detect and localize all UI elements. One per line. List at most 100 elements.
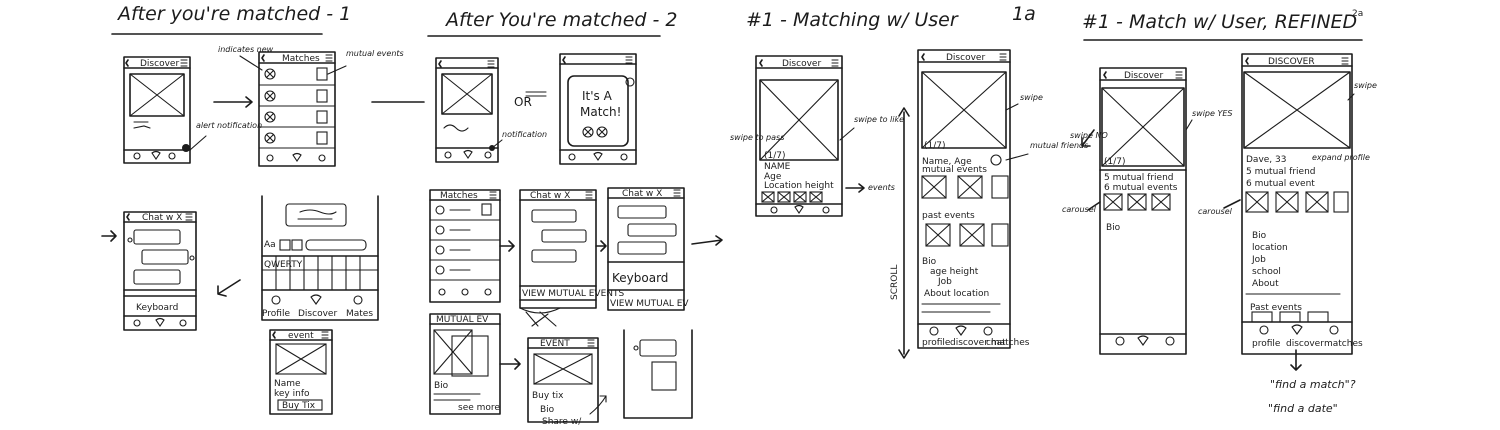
s4-swipe-note: swipe bbox=[1354, 81, 1377, 90]
s3-counter: (1/7) bbox=[764, 151, 786, 161]
s1-keyboard-closeup: Aa QWERTY Profile Discover Mates bbox=[261, 195, 379, 321]
s2-view-mutual2: VIEW MUTUAL EV bbox=[610, 299, 689, 309]
s3-job: Job bbox=[937, 277, 952, 287]
s3-nav-chat: chat bbox=[986, 338, 1006, 348]
s3-mutual-events: mutual events bbox=[922, 165, 987, 175]
s2-bio2: Bio bbox=[540, 405, 555, 415]
s2-mutual-ev-header: MUTUAL EV bbox=[436, 315, 489, 325]
s3-discover2: Discover bbox=[946, 53, 985, 63]
s1-alert-pointer bbox=[189, 135, 207, 151]
s2-chat-phone: Chat w X VIEW MUTUAL EVENTS bbox=[519, 189, 624, 309]
s2-share-phone bbox=[623, 329, 693, 419]
s1-arrow-right bbox=[213, 96, 253, 108]
s2-event-header: EVENT bbox=[540, 339, 570, 349]
s3-mutual-friends-note: mutual friends bbox=[1030, 141, 1088, 150]
s3-counter2: (1/7) bbox=[924, 141, 946, 151]
s1-kb-keys: QWERTY bbox=[264, 260, 303, 270]
s2-chat-header2: Chat w X bbox=[622, 189, 662, 199]
section3-tag: 1a bbox=[1012, 3, 1036, 25]
s3-location-height: Location height bbox=[764, 181, 834, 191]
s1-indicates-pointer bbox=[239, 55, 263, 71]
s4-find-date: "find a date" bbox=[1268, 402, 1338, 415]
s4-nav-matches: matches bbox=[1324, 339, 1363, 349]
s3-nav-discover: discover matches bbox=[950, 338, 1030, 348]
s2-buy-tix: Buy tix bbox=[532, 391, 564, 401]
s2-share: Share w/ bbox=[542, 417, 582, 427]
s2-keyboard-label: Keyboard bbox=[612, 271, 668, 285]
s2-or-label: OR bbox=[514, 95, 532, 109]
s3-name: NAME bbox=[764, 162, 791, 172]
s1-matches-header: Matches bbox=[282, 54, 320, 64]
s2-chat-header: Chat w X bbox=[530, 191, 570, 201]
s3-swipe-like-note: swipe to like bbox=[854, 115, 904, 124]
s1-matches-phone: Matches bbox=[258, 51, 336, 167]
s2-event-phone: EVENT Buy tix Bio Share w/ bbox=[527, 337, 599, 427]
s4-dave: Dave, 33 bbox=[1246, 155, 1286, 165]
s3-about-location: About location bbox=[924, 289, 989, 299]
s1-arrow-left bbox=[217, 279, 241, 297]
s4-mutual-friend: 5 mutual friend bbox=[1104, 173, 1174, 183]
section1-title: After you're matched - 1 bbox=[116, 3, 351, 25]
s4-mutual-events: 6 mutual events bbox=[1104, 183, 1178, 193]
s3-discover-phone-1: Discover (1/7) NAME Age Location height bbox=[755, 55, 843, 217]
s3-swipe-note: swipe bbox=[1020, 93, 1043, 102]
s2-notification-phone bbox=[435, 57, 499, 163]
s3-nav-profile: profile bbox=[922, 338, 951, 348]
s4-past-events: Past events bbox=[1250, 303, 1302, 313]
s2-matches-phone: Matches bbox=[429, 189, 501, 303]
s3-past-events: past events bbox=[922, 211, 975, 221]
s3-swipe-pass-note: swipe to pass bbox=[730, 133, 784, 142]
s4-school: school bbox=[1252, 267, 1281, 277]
s1-mutual-events-note: mutual events bbox=[346, 49, 404, 58]
s4-mutual-friend2: 5 mutual friend bbox=[1246, 167, 1316, 177]
s2-view-mutual: VIEW MUTUAL EVENTS bbox=[522, 289, 624, 299]
s4-discover-phone-2: DISCOVER Dave, 33 expand profile 5 mutua… bbox=[1241, 53, 1370, 355]
s4-discover-phone-1: Discover (1/7) 5 mutual friend 6 mutual … bbox=[1099, 67, 1187, 355]
s1-indicates-new-note: indicates new bbox=[218, 45, 274, 54]
s1-chat-phone: Chat w X Keyboard bbox=[123, 211, 197, 331]
s4-swipe-yes: swipe YES bbox=[1192, 109, 1233, 118]
section4-tag: 2a bbox=[1352, 9, 1363, 19]
s3-discover1: Discover bbox=[782, 59, 821, 69]
s4-nav-discover: discover bbox=[1286, 339, 1324, 349]
s4-bio: Bio bbox=[1106, 223, 1121, 233]
s3-scroll-label: SCROLL bbox=[890, 265, 900, 300]
s2-notification-note: notification bbox=[502, 130, 547, 139]
s3-age-height: age height bbox=[930, 267, 979, 277]
s4-carousel: carousel bbox=[1062, 205, 1097, 214]
s4-discover2: DISCOVER bbox=[1268, 57, 1315, 67]
s3-events-note: events bbox=[868, 183, 895, 192]
s1-alert-dot-icon bbox=[182, 144, 190, 152]
s4-job: Job bbox=[1251, 255, 1266, 265]
s2-bio-label: Bio bbox=[434, 381, 449, 391]
s1-discover-phone: Discover bbox=[123, 56, 191, 164]
s1-arrow-into-chat bbox=[101, 230, 117, 242]
s1-kb-mode: Aa bbox=[264, 240, 276, 250]
s3-scroll-arrow bbox=[898, 107, 910, 359]
s4-carousel2: carousel bbox=[1198, 207, 1233, 216]
s1-alert-note: alert notification bbox=[196, 121, 262, 130]
s1-event-name: Name bbox=[274, 379, 301, 389]
section4-title: #1 - Match w/ User, REFINED bbox=[1082, 11, 1357, 33]
s2-its-match-line2: Match! bbox=[580, 105, 621, 119]
s4-find-match: "find a match"? bbox=[1270, 378, 1356, 391]
s1-nav-profile: Profile bbox=[262, 309, 290, 319]
s4-discover1: Discover bbox=[1124, 71, 1163, 81]
s4-expand-note: expand profile bbox=[1312, 153, 1370, 162]
s3-discover-phone-2: Discover (1/7) Name, Age mutual events p… bbox=[917, 49, 1030, 349]
s4-mutual-event2: 6 mutual event bbox=[1246, 179, 1315, 189]
s1-event-key-info: key info bbox=[274, 389, 310, 399]
s4-counter: (1/7) bbox=[1104, 157, 1126, 167]
s1-event-buy: Buy Tix bbox=[282, 401, 316, 411]
s2-its-match-line1: It's A bbox=[582, 89, 613, 103]
s1-chat-keyboard: Keyboard bbox=[136, 303, 178, 313]
s1-chat-header: Chat w X bbox=[142, 213, 182, 223]
s3-bio: Bio bbox=[922, 257, 937, 267]
s4-about: About bbox=[1252, 279, 1279, 289]
section3-title: #1 - Matching w/ User bbox=[746, 9, 959, 31]
s1-discover-header: Discover bbox=[140, 59, 179, 69]
s1-mutual-pointer bbox=[327, 65, 347, 75]
s4-nav-profile: profile bbox=[1252, 339, 1281, 349]
